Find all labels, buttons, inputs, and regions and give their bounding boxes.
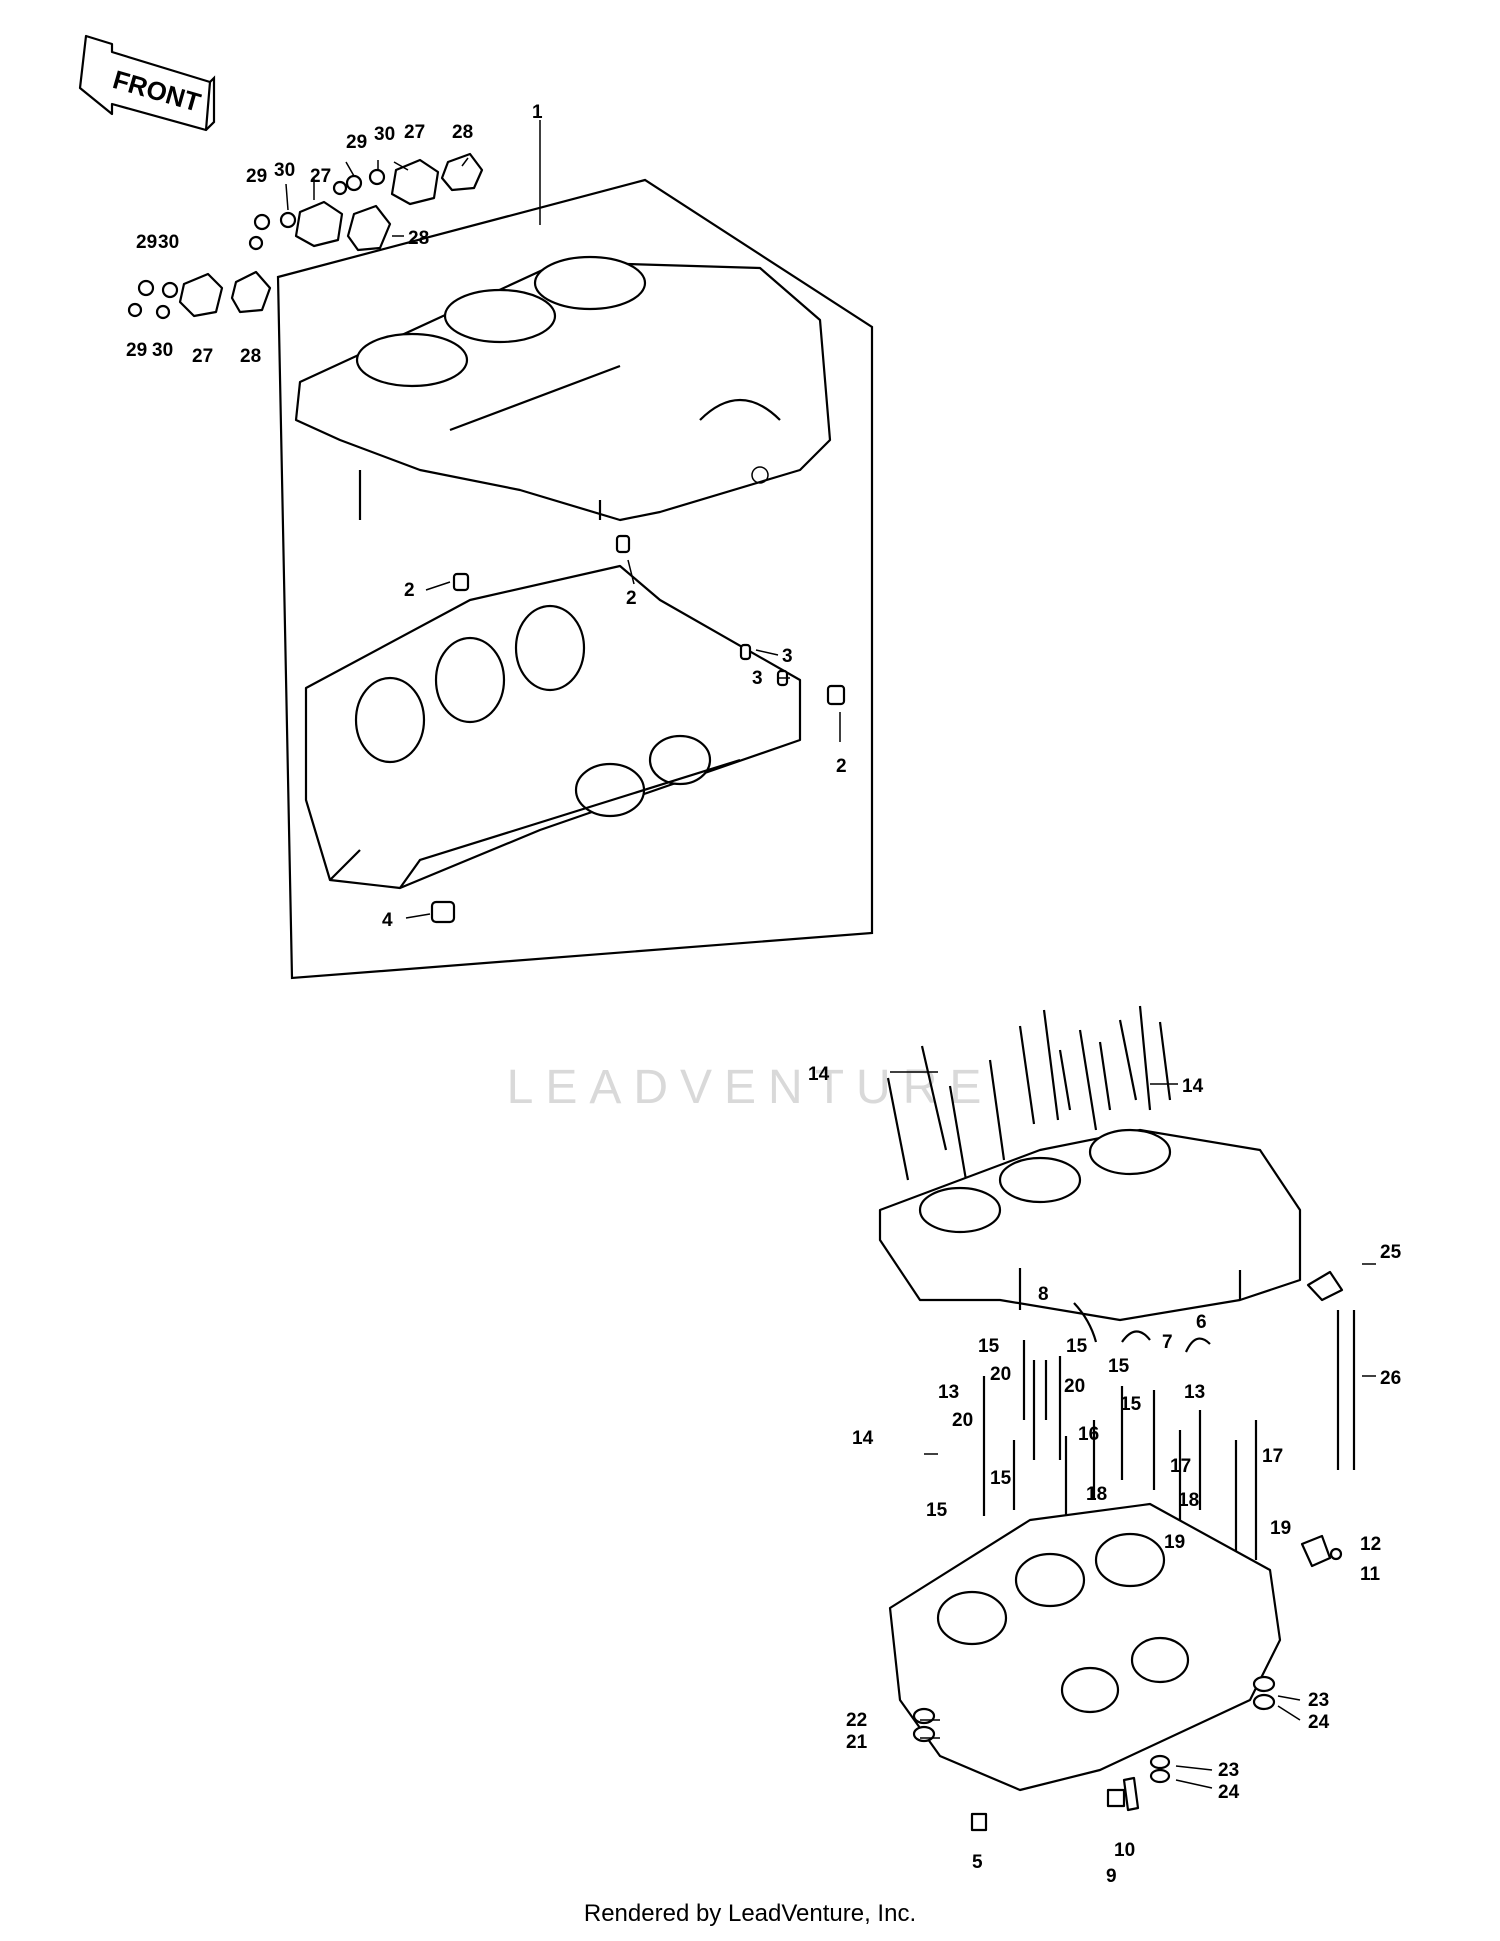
callout-10: 10: [1114, 1840, 1135, 1861]
callout-11: 11: [1360, 1564, 1381, 1585]
callout-20: 20: [952, 1410, 973, 1431]
callout-14: 14: [852, 1428, 874, 1449]
callout-28: 28: [452, 122, 473, 143]
callout-29: 29: [346, 132, 367, 153]
stud-bolts: [886, 1005, 1356, 1560]
callout-27: 27: [192, 346, 213, 367]
callout-30: 30: [152, 340, 173, 361]
callout-20: 20: [1064, 1376, 1085, 1397]
callout-28: 28: [240, 346, 261, 367]
callout-21: 21: [846, 1732, 868, 1753]
callout-26: 26: [1380, 1368, 1401, 1389]
callout-6: 6: [1196, 1312, 1207, 1333]
callout-24: 24: [1218, 1782, 1240, 1803]
callout-18: 18: [1178, 1490, 1199, 1511]
callout-22: 22: [846, 1710, 867, 1731]
callout-15: 15: [990, 1468, 1012, 1489]
callout-15: 15: [1108, 1356, 1130, 1377]
callout-1: 1: [532, 102, 543, 123]
callout-23: 23: [1308, 1690, 1329, 1711]
callout-2: 2: [626, 588, 637, 609]
callout-16: 16: [1078, 1424, 1099, 1445]
callout-24: 24: [1308, 1712, 1330, 1733]
callout-13: 13: [1184, 1382, 1205, 1403]
breather-covers: [127, 152, 484, 320]
leader-lines: [285, 120, 1376, 1789]
callout-17: 17: [1262, 1446, 1283, 1467]
assembly-frame: [276, 178, 874, 980]
callout-5: 5: [972, 1852, 983, 1873]
callout-14: 14: [1182, 1076, 1204, 1097]
callout-27: 27: [310, 166, 331, 187]
callout-29: 29: [136, 232, 157, 253]
callout-30: 30: [158, 232, 179, 253]
callout-2: 2: [404, 580, 415, 601]
callout-15: 15: [1120, 1394, 1142, 1415]
dowel-pins-upper: [430, 534, 846, 924]
footer-credit: Rendered by LeadVenture, Inc.: [583, 1900, 917, 1927]
callout-9: 9: [1106, 1866, 1117, 1887]
lower-assembly-lower-case: [888, 1502, 1282, 1792]
callout-25: 25: [1380, 1242, 1402, 1263]
callouts: 1 2 2 2 3 3 4 27 28 29 30 27 28 29 30 29…: [126, 102, 1402, 1887]
callout-3: 3: [752, 668, 763, 689]
callout-15: 15: [926, 1500, 948, 1521]
front-arrow-icon: FRONT: [78, 34, 216, 132]
callout-2: 2: [836, 756, 847, 777]
callout-19: 19: [1164, 1532, 1185, 1553]
callout-30: 30: [374, 124, 395, 145]
callout-7: 7: [1162, 1332, 1173, 1353]
callout-4: 4: [382, 910, 393, 931]
callout-17: 17: [1170, 1456, 1191, 1477]
callout-14: 14: [808, 1064, 830, 1085]
lower-crankcase-drawing: [304, 564, 802, 890]
callout-15: 15: [1066, 1336, 1088, 1357]
upper-crankcase-drawing: [294, 255, 832, 522]
callout-8: 8: [1038, 1284, 1049, 1305]
callout-28: 28: [408, 228, 429, 249]
callout-15: 15: [978, 1336, 1000, 1357]
callout-19: 19: [1270, 1518, 1291, 1539]
callout-12: 12: [1360, 1534, 1381, 1555]
small-parts-lower: [912, 1270, 1344, 1832]
callout-20: 20: [990, 1364, 1011, 1385]
callout-30: 30: [274, 160, 295, 181]
callout-18: 18: [1086, 1484, 1107, 1505]
callout-3: 3: [782, 646, 793, 667]
callout-23: 23: [1218, 1760, 1239, 1781]
callout-13: 13: [938, 1382, 959, 1403]
callout-29: 29: [126, 340, 147, 361]
callout-27: 27: [404, 122, 425, 143]
callout-29: 29: [246, 166, 267, 187]
watermark-text: LEADVENTURE: [506, 1061, 994, 1114]
lower-assembly-upper-case: [878, 1128, 1302, 1322]
